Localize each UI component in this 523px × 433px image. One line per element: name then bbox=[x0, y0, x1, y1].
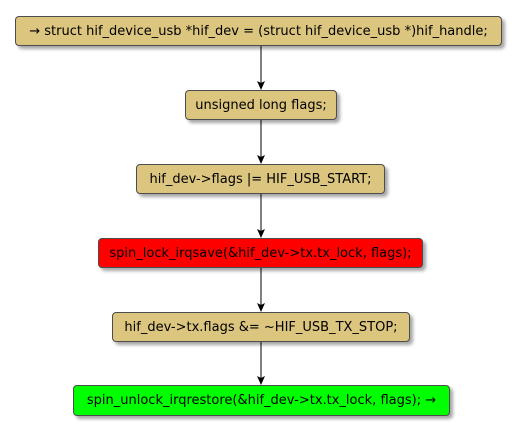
node-clear-tx-stop: hif_dev->tx.flags &= ~HIF_USB_TX_STOP; bbox=[112, 312, 410, 342]
node-set-usb-start: hif_dev->flags |= HIF_USB_START; bbox=[136, 164, 385, 194]
node-label: unsigned long flags; bbox=[195, 97, 327, 113]
node-spin-unlock-irqrestore: spin_unlock_irqrestore(&hif_dev->tx.tx_l… bbox=[73, 385, 450, 416]
node-label: spin_lock_irqsave(&hif_dev->tx.tx_lock, … bbox=[109, 245, 412, 261]
node-label: spin_unlock_irqrestore(&hif_dev->tx.tx_l… bbox=[86, 393, 437, 408]
node-label: hif_dev->tx.flags &= ~HIF_USB_TX_STOP; bbox=[124, 319, 398, 335]
node-spin-lock-irqsave: spin_lock_irqsave(&hif_dev->tx.tx_lock, … bbox=[98, 238, 423, 268]
node-hif-dev-assignment: → struct hif_device_usb *hif_dev = (stru… bbox=[15, 16, 502, 46]
node-label: → struct hif_device_usb *hif_dev = (stru… bbox=[29, 23, 488, 39]
node-label: hif_dev->flags |= HIF_USB_START; bbox=[149, 171, 372, 187]
node-flags-declaration: unsigned long flags; bbox=[185, 90, 337, 120]
